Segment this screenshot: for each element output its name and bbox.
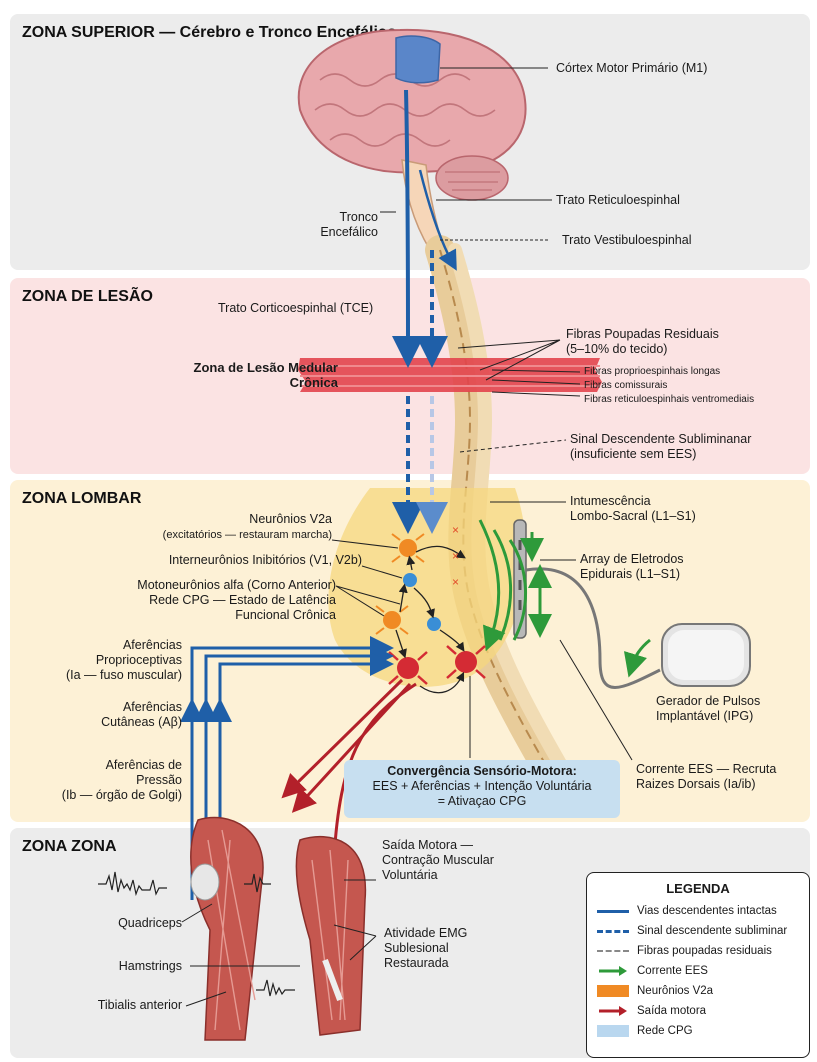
label-fibras-1: Fibras Poupadas Residuais: [566, 327, 719, 341]
inhibitory-interneuron-1: [403, 573, 417, 587]
label-sinal: Sinal Descendente Subliminanar (insufici…: [570, 432, 751, 462]
legend-label: Neurônios V2a: [637, 985, 713, 997]
label-emg-3: Restaurada: [384, 956, 449, 970]
label-moto-1: Motoneurônios alfa (Corno Anterior): [137, 578, 336, 592]
label-cutaneous: Aferências Cutâneas (Aβ): [20, 700, 182, 730]
convergence-line-2: = Ativaçao CPG: [438, 794, 527, 808]
legend-swatch-red-arrow-icon: [597, 1004, 629, 1018]
legend-item-intact: Vias descendentes intactas: [597, 903, 777, 919]
label-prop-3: (Ia — fuso muscular): [66, 668, 182, 682]
label-v2a-1: Neurônios V2a: [249, 512, 332, 526]
label-emg-1: Atividade EMG: [384, 926, 467, 940]
label-lesion-2: Crônica: [290, 375, 338, 390]
label-array: Array de Eletrodos Epidurais (L1–S1): [580, 552, 684, 582]
label-pres-2: Pressão: [136, 773, 182, 787]
legend-item-cpg: Rede CPG: [597, 1023, 693, 1039]
label-saida: Saída Motora — Contração Muscular Volunt…: [382, 838, 494, 883]
label-prop-2: Proprioceptivas: [96, 653, 182, 667]
ipg-device: [662, 624, 750, 686]
label-hamstrings: Hamstrings: [60, 959, 182, 974]
label-cut-1: Aferências: [123, 700, 182, 714]
legend-swatch-blue-box: [597, 1025, 629, 1037]
label-sinal-2: (insuficiente sem EES): [570, 447, 696, 461]
legend-item-v2a: Neurônios V2a: [597, 983, 713, 999]
label-cut-2: Cutâneas (Aβ): [101, 715, 182, 729]
label-fib-c: Fibras reticuloespinhais ventromediais: [584, 394, 754, 406]
label-moto-2: Rede CPG — Estado de Latência: [149, 593, 336, 607]
label-intum-2: Lombo-Sacral (L1–S1): [570, 509, 696, 523]
label-ipg-2: Implantável (IPG): [656, 709, 753, 723]
label-reticulo: Trato Reticuloespinhal: [556, 193, 680, 208]
inhibitory-interneuron-2: [427, 617, 441, 631]
label-emg-2: Sublesional: [384, 941, 449, 955]
label-saida-3: Voluntária: [382, 868, 438, 882]
legend-label: Corrente EES: [637, 965, 708, 977]
label-ees-2: Raizes Dorsais (Ia/ib): [636, 777, 755, 791]
legend-swatch-dashed-line: [597, 930, 629, 933]
leg-muscles-left: [191, 818, 263, 1041]
label-emg: Atividade EMG Sublesional Restaurada: [384, 926, 467, 971]
lesion-band: [298, 358, 602, 392]
label-intumescence: Intumescência Lombo-Sacral (L1–S1): [570, 494, 696, 524]
electrode-array: [514, 520, 660, 688]
convergence-line-1: EES + Aferências + Intenção Voluntária: [373, 779, 592, 793]
label-v2a: Neurônios V2a (excitatórios — restauram …: [60, 512, 332, 542]
label-lesion-1: Zona de Lesão Medular: [194, 360, 338, 375]
label-fib-b: Fibras comissurais: [584, 380, 667, 392]
label-ees-1: Corrente EES — Recruta: [636, 762, 776, 776]
label-array-2: Epidurais (L1–S1): [580, 567, 680, 581]
label-ipg: Gerador de Pulsos Implantável (IPG): [656, 694, 760, 724]
label-lesion: Zona de Lesão Medular Crônica: [140, 360, 338, 390]
legend-title: LEGENDA: [587, 881, 809, 896]
label-fibras-2: (5–10% do tecido): [566, 342, 667, 356]
label-proprioceptive: Aferências Proprioceptivas (Ia — fuso mu…: [20, 638, 182, 683]
label-tce: Trato Corticoespinhal (TCE): [218, 301, 373, 316]
label-tronco-2: Encefálico: [320, 225, 378, 239]
legend-swatch-green-arrow-icon: [597, 964, 629, 978]
label-sinal-1: Sinal Descendente Subliminanar: [570, 432, 751, 446]
label-ipg-1: Gerador de Pulsos: [656, 694, 760, 708]
convergence-box: Convergência Sensório-Motora: EES + Afer…: [344, 760, 620, 818]
legend-swatch-orange-box: [597, 985, 629, 997]
legend-item-residual: Fibras poupadas residuais: [597, 943, 772, 959]
legend-label: Fibras poupadas residuais: [637, 945, 772, 957]
legend-label: Vias descendentes intactas: [637, 905, 777, 917]
label-fibras: Fibras Poupadas Residuais (5–10% do teci…: [566, 327, 719, 357]
legend-item-motor: Saída motora: [597, 1003, 706, 1019]
label-quadriceps: Quadriceps: [60, 916, 182, 931]
label-pressure: Aferências de Pressão (Ib — órgão de Gol…: [20, 758, 182, 803]
label-saida-1: Saída Motora —: [382, 838, 473, 852]
label-motoneurons: Motoneurônios alfa (Corno Anterior) Rede…: [40, 578, 336, 623]
label-v2a-2: (excitatórios — restauram marcha): [163, 529, 332, 541]
label-interneurons: Interneurônios Inibitórios (V1, V2b): [40, 553, 362, 568]
legend-label: Rede CPG: [637, 1025, 693, 1037]
label-vestibulo: Trato Vestibuloespinhal: [562, 233, 691, 248]
leg-muscles-right: [296, 837, 365, 1035]
label-ees: Corrente EES — Recruta Raizes Dorsais (I…: [636, 762, 776, 792]
legend-label: Saída motora: [637, 1005, 706, 1017]
legend-label: Sinal descendente subliminar: [637, 925, 787, 937]
label-tibialis: Tibialis anterior: [40, 998, 182, 1013]
legend-item-ees: Corrente EES: [597, 963, 708, 979]
label-moto-3: Funcional Crônica: [235, 608, 336, 622]
cst-solid-arrow: [406, 90, 408, 352]
svg-text:×: ×: [452, 575, 459, 589]
svg-text:×: ×: [452, 523, 459, 537]
label-tronco-1: Tronco: [340, 210, 378, 224]
convergence-title: Convergência Sensório-Motora:: [344, 764, 620, 779]
legend-swatch-grey-dashed: [597, 950, 629, 952]
label-pres-3: (Ib — órgão de Golgi): [62, 788, 182, 802]
label-tronco: Tronco Encefálico: [300, 210, 378, 240]
legend-swatch-solid-line: [597, 910, 629, 913]
label-prop-1: Aferências: [123, 638, 182, 652]
label-array-1: Array de Eletrodos: [580, 552, 684, 566]
label-pres-1: Aferências de: [106, 758, 182, 772]
legend: LEGENDA Vias descendentes intactas Sinal…: [586, 872, 810, 1058]
label-m1: Córtex Motor Primário (M1): [556, 61, 707, 76]
label-intum-1: Intumescência: [570, 494, 651, 508]
label-fib-a: Fibras proprioespinhais longas: [584, 366, 720, 378]
legend-item-subliminar: Sinal descendente subliminar: [597, 923, 787, 939]
svg-text:×: ×: [452, 549, 459, 563]
label-saida-2: Contração Muscular: [382, 853, 494, 867]
